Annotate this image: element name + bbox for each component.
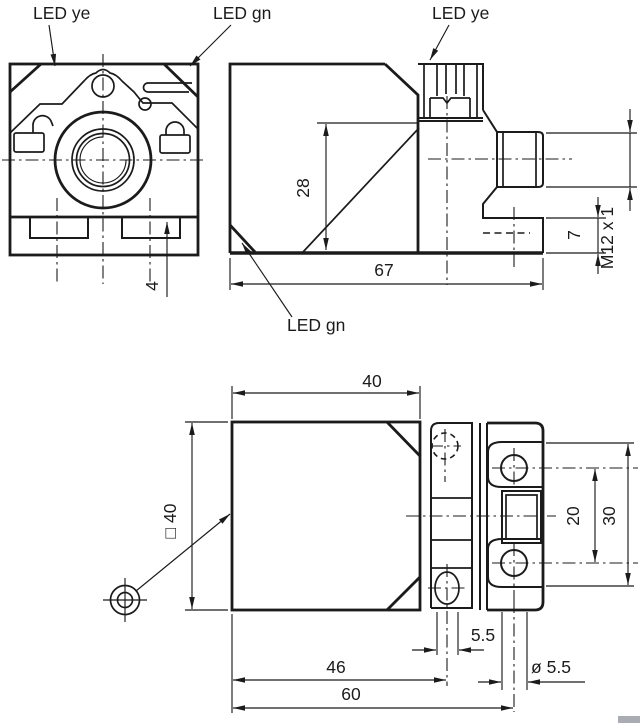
top-slot-hole xyxy=(434,571,460,605)
sensing-face-ring-3 xyxy=(79,136,127,184)
top-dim55-ext xyxy=(436,612,459,655)
side-m12-connector xyxy=(482,109,544,253)
front-led-gn-leader xyxy=(189,24,232,67)
top-mounting-hole-2 xyxy=(500,549,528,577)
side-dimM12-ext xyxy=(546,132,637,188)
side-chamfer-and-right-edge xyxy=(384,62,420,253)
top-hidden-hole-centerlines xyxy=(430,429,461,482)
top-topright-chamfer xyxy=(385,421,422,457)
sensing-face-outer-circle xyxy=(53,110,153,210)
side-dim67-label: 67 xyxy=(374,260,393,280)
front-top-hole xyxy=(91,74,115,98)
locked-padlock-icon xyxy=(159,121,191,154)
unlocked-padlock-icon xyxy=(13,114,54,153)
side-dim7-label: 7 xyxy=(564,230,584,240)
top-dim30-ext xyxy=(546,442,634,587)
side-dim7-ext xyxy=(546,217,606,254)
top-dimdia55-label: ø 5.5 xyxy=(531,657,571,677)
front-dim4-label: 4 xyxy=(142,281,162,291)
side-cap-housing xyxy=(418,63,484,122)
front-left-notch xyxy=(29,217,89,239)
top-bottomright-chamfer xyxy=(386,576,421,611)
front-view: 4 LED ye LED gn xyxy=(2,3,271,297)
front-led-ye-leader xyxy=(48,24,57,67)
sensing-face-ring-2 xyxy=(75,132,131,188)
side-body-outline xyxy=(228,62,385,253)
front-inner-contour xyxy=(9,68,199,134)
sensing-face-ring-1 xyxy=(71,128,135,192)
side-view: 28 67 M12 x 1 7 LED ye LED gn xyxy=(228,3,637,335)
top-dim20-label: 20 xyxy=(563,506,583,526)
side-led-ye-leader xyxy=(429,24,450,61)
front-small-hole xyxy=(138,97,152,111)
top-dim40-ext xyxy=(231,386,421,419)
top-dim40-label: 40 xyxy=(362,371,382,391)
top-connector-end xyxy=(501,490,542,544)
top-dim46-label: 46 xyxy=(326,657,345,677)
side-led-gn-label: LED gn xyxy=(287,315,345,335)
front-topright-chamfer xyxy=(163,62,199,99)
side-dimM12-label: M12 x 1 xyxy=(597,207,617,269)
top-dimdia55-ext xyxy=(501,612,528,690)
front-right-notch xyxy=(121,217,181,239)
side-led-gn-leader xyxy=(241,242,293,318)
reference-target-icon xyxy=(103,578,147,622)
top-body-outline xyxy=(230,420,422,612)
top-view: 40 □ 40 20 30 5.5 46 60 ø 5.5 xyxy=(103,371,638,713)
top-dim30-label: 30 xyxy=(599,506,619,526)
top-mounting-hole-1 xyxy=(500,454,528,482)
top-dimsq40-ext xyxy=(185,421,228,611)
top-dim60-label: 60 xyxy=(341,684,361,704)
side-dim67-ext xyxy=(229,258,544,290)
top-target-leader xyxy=(135,513,231,592)
side-led-ye-label: LED ye xyxy=(432,3,489,23)
top-mounting-bracket xyxy=(487,421,545,612)
front-body-outline xyxy=(8,62,200,257)
front-led-gn-label: LED gn xyxy=(213,3,271,23)
front-topleft-chamfer xyxy=(9,62,42,94)
page-corner-mark xyxy=(618,716,640,723)
side-face-diagonal xyxy=(302,127,420,253)
top-dim55-label: 5.5 xyxy=(471,625,495,645)
front-led-ye-label: LED ye xyxy=(33,3,90,23)
side-dim28-label: 28 xyxy=(293,178,313,197)
top-hidden-hole xyxy=(431,432,459,460)
front-label-slot xyxy=(142,82,192,93)
top-dimsq40-label: □ 40 xyxy=(160,503,180,538)
